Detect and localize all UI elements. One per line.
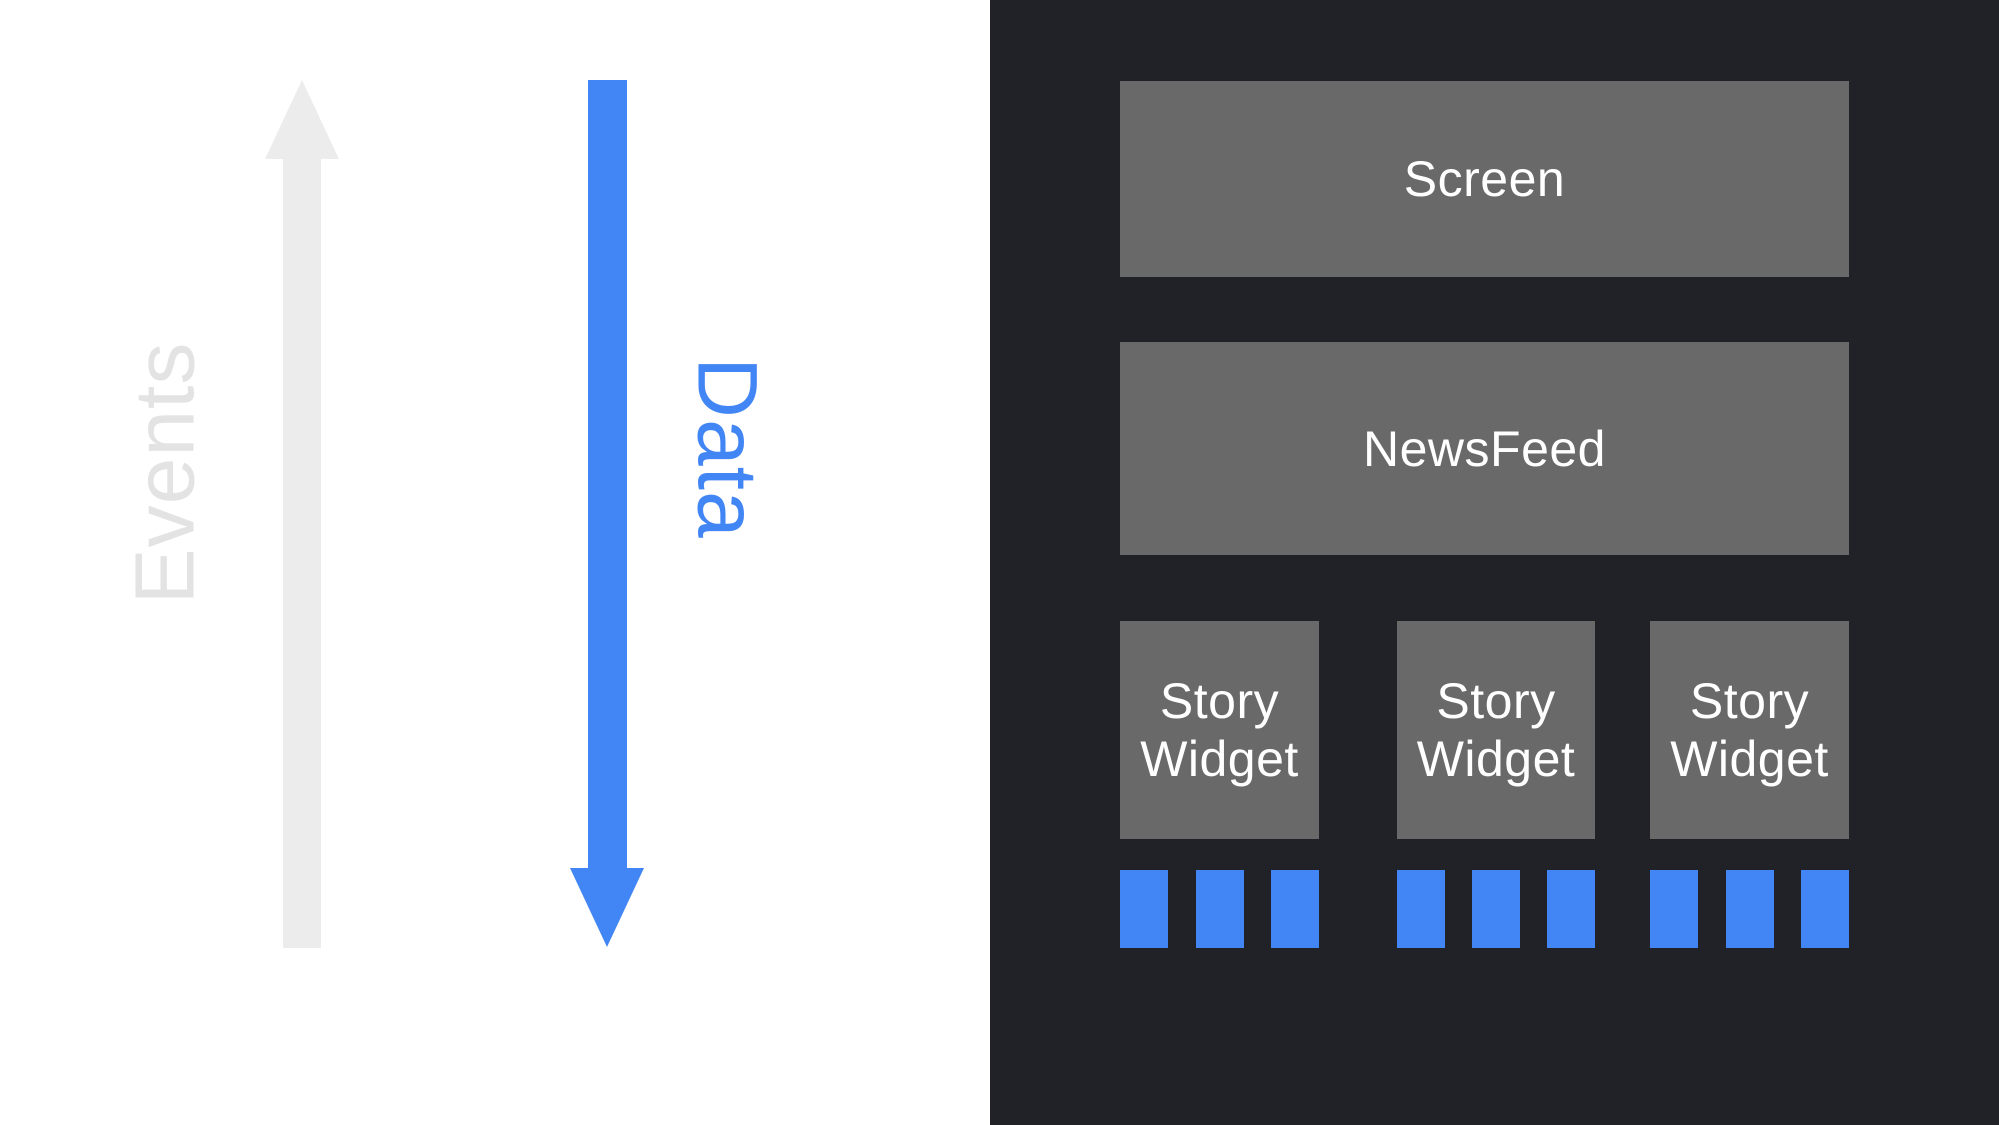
data-arrow-down-icon	[570, 868, 644, 947]
events-arrow-up-icon	[265, 80, 339, 159]
data-tile	[1801, 870, 1849, 948]
data-tiles-row	[1120, 870, 1319, 948]
screen-widget-box: Screen	[1120, 81, 1849, 277]
events-label: Events	[117, 341, 212, 605]
data-label: Data	[680, 357, 775, 539]
data-tile	[1547, 870, 1595, 948]
data-tile	[1195, 870, 1244, 948]
data-arrow-shaft	[588, 80, 627, 872]
data-tile	[1472, 870, 1520, 948]
data-tiles-row	[1650, 870, 1849, 948]
data-tile	[1120, 870, 1168, 948]
data-tile	[1650, 870, 1698, 948]
story-widget-box: Story Widget	[1650, 621, 1849, 839]
newsfeed-widget-box: NewsFeed	[1120, 342, 1849, 555]
story-widget-box: Story Widget	[1397, 621, 1595, 839]
data-tile	[1397, 870, 1445, 948]
story-widget-box: Story Widget	[1120, 621, 1319, 839]
data-tile	[1271, 870, 1319, 948]
data-tiles-row	[1397, 870, 1595, 948]
data-tile	[1725, 870, 1774, 948]
events-arrow-shaft	[283, 155, 321, 948]
